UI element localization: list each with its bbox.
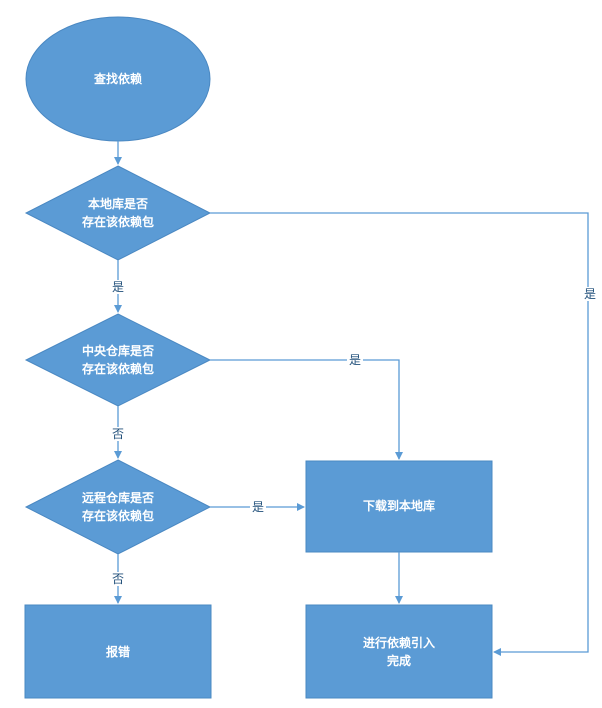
download-local-box — [305, 460, 493, 553]
check-central-label: 中央仓库是否 存在该依赖包 — [81, 344, 155, 376]
edge-label-central-right: 是 — [346, 353, 364, 367]
report-error-box — [24, 604, 212, 699]
edge-label-remote-right: 是 — [249, 500, 267, 514]
import-done-box — [305, 604, 493, 699]
import-done-label: 进行依赖引入 完成 — [362, 636, 436, 668]
edge-label-remote-down: 否 — [109, 572, 127, 586]
arrow-local-to-import — [210, 212, 589, 656]
arrow-central-to-download — [210, 359, 403, 460]
check-remote-label: 远程仓库是否 存在该依赖包 — [81, 491, 155, 523]
edge-label-local-right: 是 — [581, 287, 599, 301]
check-local-label: 本地库是否 存在该依赖包 — [81, 197, 155, 229]
edge-label-central-down: 否 — [109, 427, 127, 441]
download-local-label: 下载到本地库 — [362, 499, 436, 513]
start-node-label: 查找依赖 — [93, 72, 143, 86]
report-error-label: 报错 — [105, 645, 131, 659]
edge-label-local-down: 是 — [109, 280, 127, 294]
